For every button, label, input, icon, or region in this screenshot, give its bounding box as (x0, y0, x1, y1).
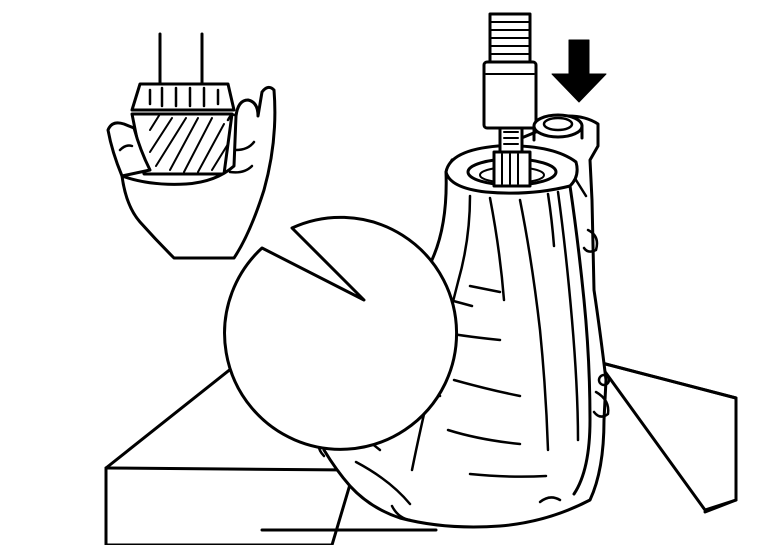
press-direction-arrow (551, 39, 607, 103)
bearing-seat (532, 113, 584, 142)
tapered-roller-bearing (130, 32, 236, 176)
hand (106, 85, 277, 260)
press-ram (482, 12, 538, 130)
detail-callout (223, 215, 459, 451)
installer-tool (492, 126, 532, 188)
